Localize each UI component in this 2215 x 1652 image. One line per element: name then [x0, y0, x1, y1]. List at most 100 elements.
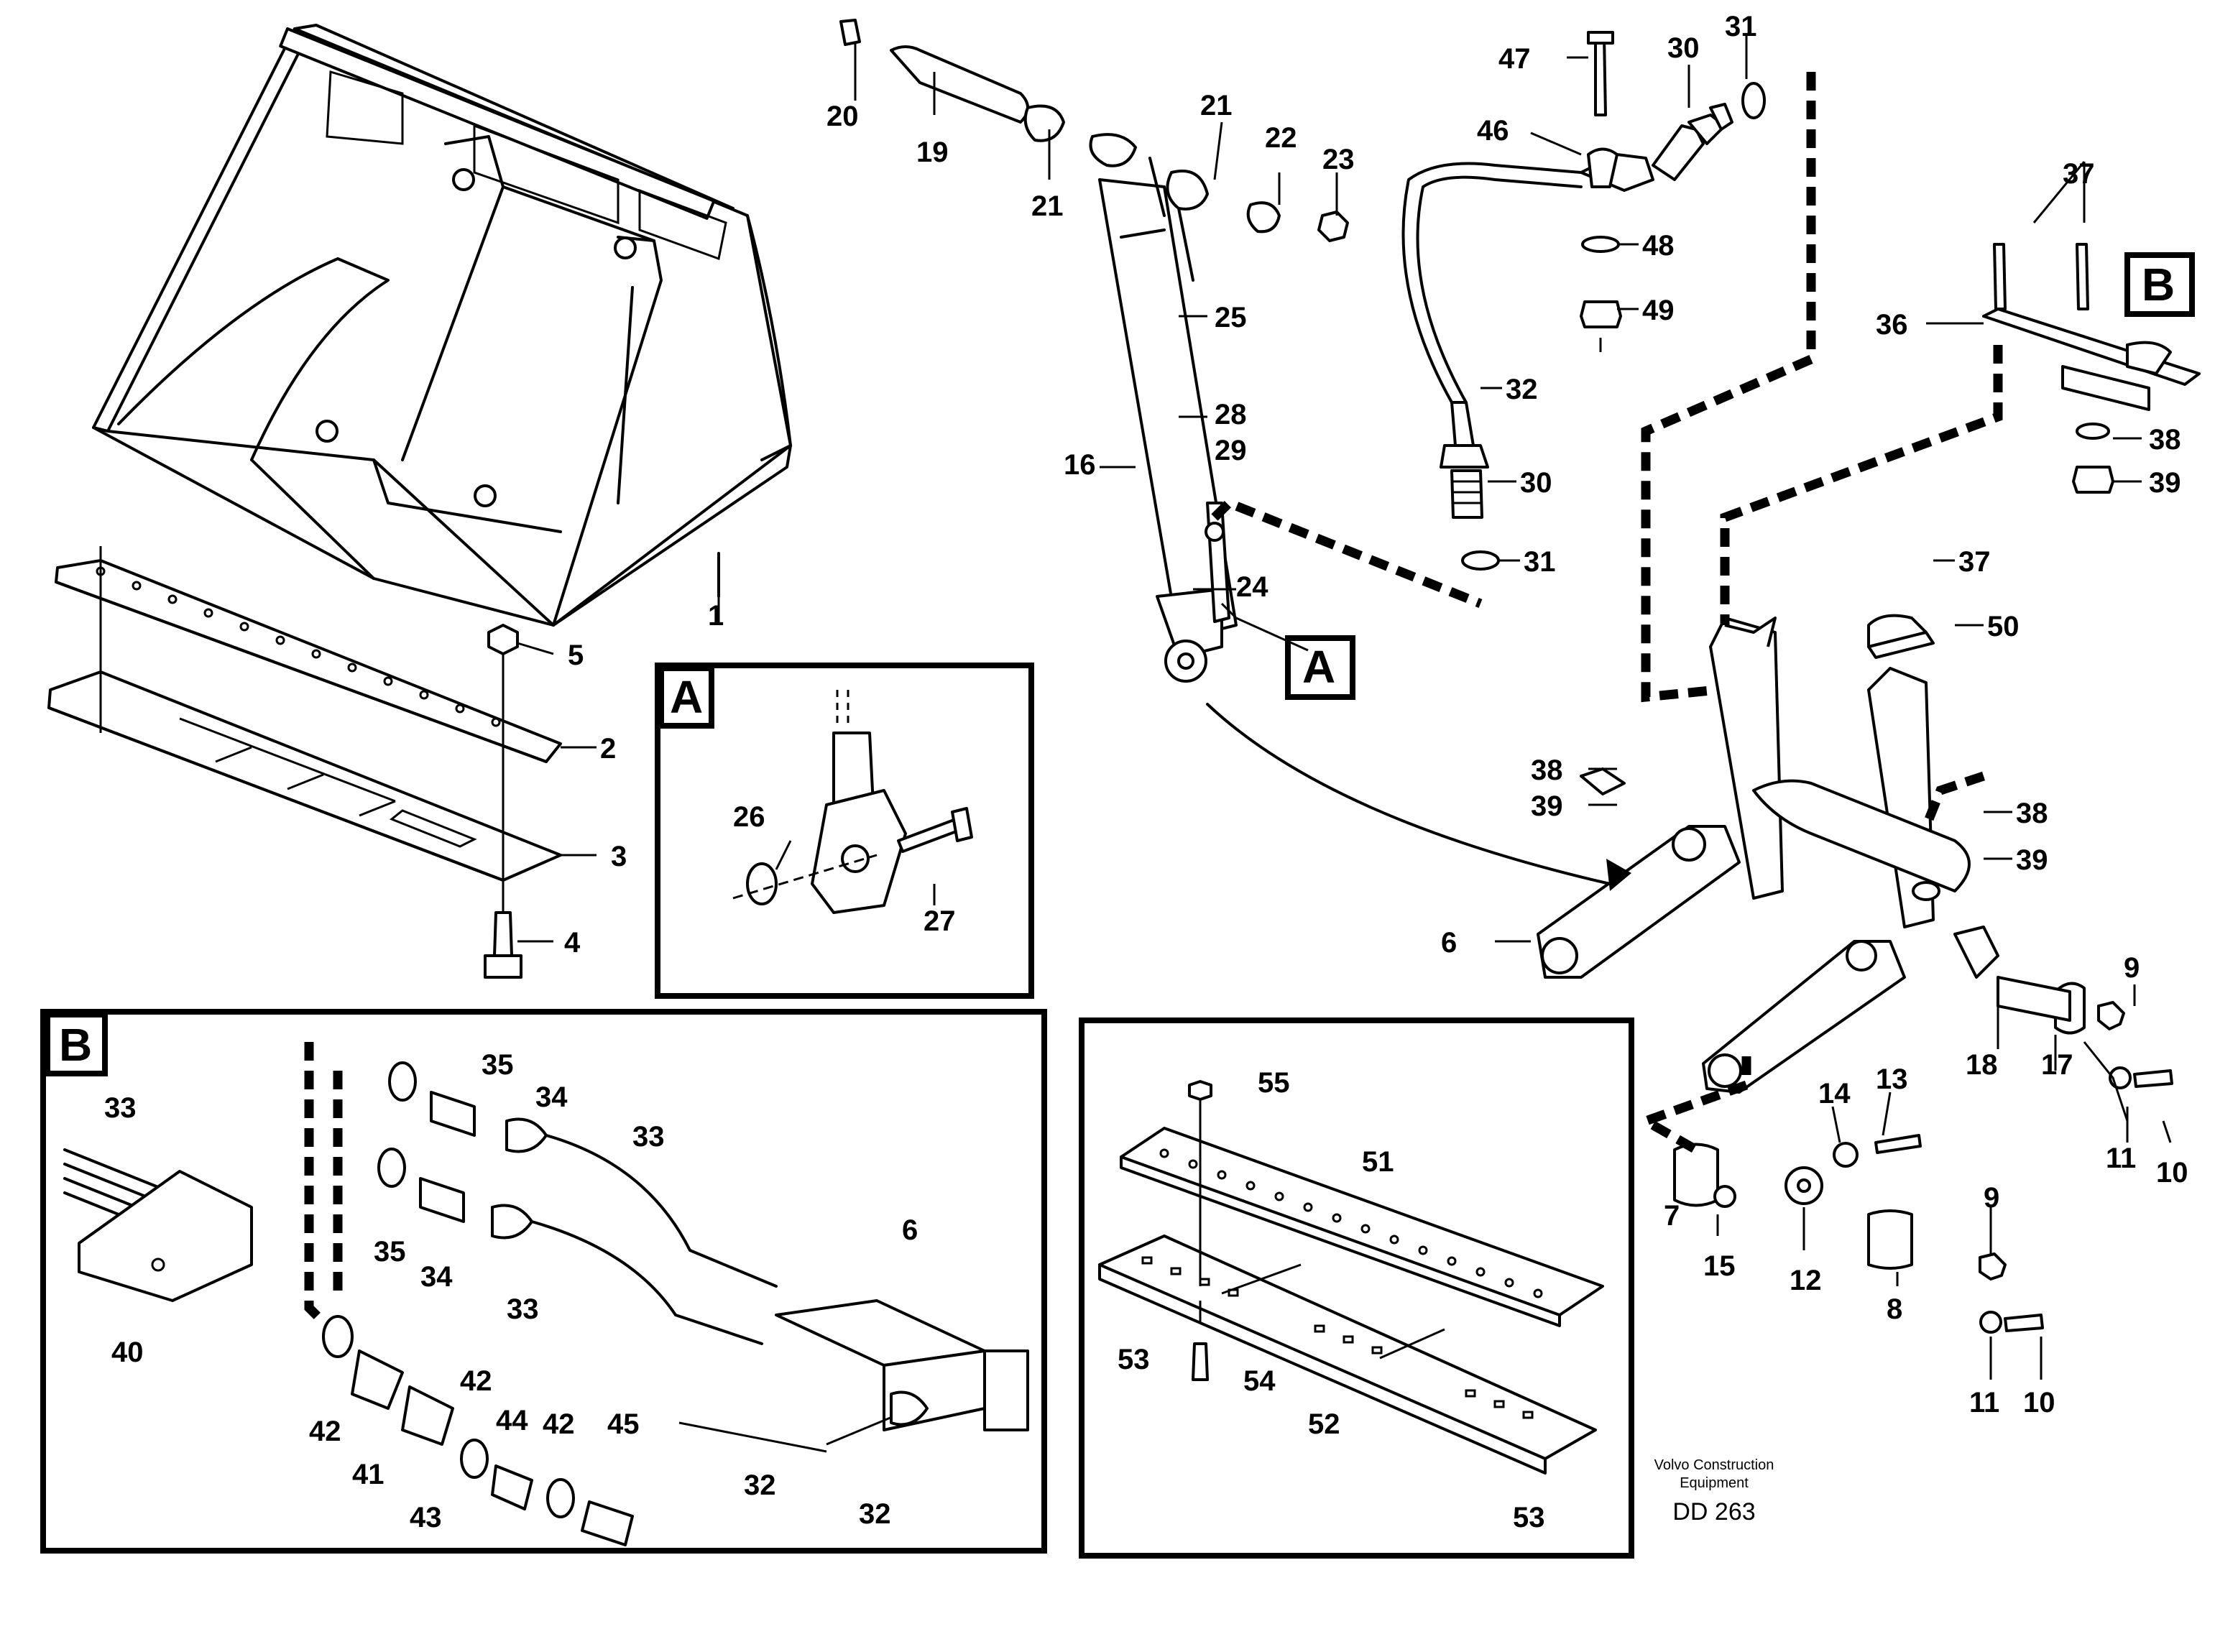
callout-38a: 38: [2149, 424, 2181, 456]
edge-callout-51: 51: [1362, 1146, 1394, 1178]
callout-31b: 31: [1524, 546, 1556, 578]
edge-callout-54: 54: [1243, 1365, 1276, 1397]
callout-28: 28: [1215, 399, 1247, 430]
callout-47: 47: [1498, 43, 1531, 75]
edge-callout-55: 55: [1258, 1067, 1290, 1099]
callout-3: 3: [611, 841, 627, 872]
callout-10b: 10: [2023, 1387, 2055, 1418]
detail-b-callout-6: 6: [902, 1214, 918, 1246]
cylinder-drawing: [839, 19, 1349, 683]
callout-9a: 9: [2124, 952, 2140, 984]
callout-8: 8: [1887, 1293, 1902, 1325]
view-b-tag-box: [2124, 252, 2195, 317]
dashed-leaders: [1211, 72, 2129, 1154]
detail-b-frame: [40, 1009, 1047, 1554]
hose-drawing: [1401, 31, 1766, 571]
leader-lines: [517, 36, 2172, 1380]
edge-segments-frame: [1079, 1017, 1634, 1559]
callout-2: 2: [600, 733, 616, 765]
detail-a-tag-box: [658, 665, 714, 729]
callout-29: 29: [1215, 435, 1247, 466]
callout-22: 22: [1265, 122, 1297, 154]
edge-callout-53a: 53: [1118, 1344, 1150, 1375]
detail-b-callout-35b: 35: [374, 1236, 406, 1268]
callout-39c: 39: [2016, 844, 2048, 876]
detail-b-callout-32b: 32: [859, 1498, 891, 1530]
curved-arrow: [1206, 703, 1611, 885]
detail-a-frame: [655, 663, 1034, 999]
detail-a-tag: A: [670, 671, 703, 723]
callout-30a: 30: [1667, 32, 1700, 64]
callout-10a: 10: [2156, 1157, 2188, 1189]
detail-b-callout-41: 41: [352, 1459, 384, 1490]
callout-24: 24: [1236, 571, 1268, 603]
callout-18: 18: [1966, 1049, 1998, 1081]
detail-b-callout-32a: 32: [744, 1469, 776, 1501]
detail-b-drawing: [63, 1042, 1029, 1546]
callout-11a: 11: [2106, 1143, 2136, 1174]
detail-b-callout-34b: 34: [420, 1261, 453, 1293]
callout-39a: 39: [2149, 467, 2181, 499]
callout-38b: 38: [1531, 755, 1563, 786]
callout-9b: 9: [1984, 1182, 1999, 1214]
callout-5: 5: [568, 640, 584, 671]
edge-callout-53b: 53: [1513, 1502, 1545, 1533]
detail-b-tag: B: [59, 1019, 92, 1071]
callout-38c: 38: [2016, 798, 2048, 829]
bucket-drawing: [92, 24, 792, 627]
view-a-tag-box: [1285, 635, 1355, 700]
detail-b-callout-33c: 33: [507, 1293, 539, 1325]
detail-b-callout-33b: 33: [632, 1121, 665, 1153]
callout-37b: 37: [1958, 546, 1991, 578]
callout-4: 4: [564, 927, 581, 959]
callout-36: 36: [1876, 309, 1908, 341]
edge-segments-drawing: [1098, 1080, 1604, 1475]
callout-49: 49: [1642, 295, 1675, 326]
callout-27: 27: [924, 905, 956, 937]
callout-15: 15: [1703, 1250, 1736, 1282]
arrow-head: [1606, 859, 1631, 891]
detail-b-callout-42c: 42: [543, 1408, 575, 1440]
view-b-tag: B: [2142, 259, 2175, 310]
callout-37a: 37: [2063, 158, 2095, 190]
callout-12: 12: [1790, 1265, 1822, 1296]
callout-14: 14: [1818, 1078, 1851, 1109]
detail-a-drawing: [732, 690, 973, 914]
callout-20: 20: [826, 101, 859, 132]
detail-b-callout-42b: 42: [460, 1365, 492, 1397]
bucket-edge-drawing: [47, 546, 562, 979]
callout-labels: 1 2 3 4 5 6 7 8 9 9 10 10 11 11 12 13 14…: [104, 11, 2188, 1533]
callout-39b: 39: [1531, 790, 1563, 822]
callout-6: 6: [1441, 927, 1457, 959]
detail-b-tag-box: [45, 1012, 108, 1076]
callout-23: 23: [1322, 144, 1355, 175]
callout-21b: 21: [1031, 190, 1064, 222]
detail-b-callout-35a: 35: [482, 1049, 514, 1081]
callout-48: 48: [1642, 230, 1675, 262]
detail-b-callout-34a: 34: [535, 1081, 568, 1113]
callout-11b: 11: [1969, 1387, 1999, 1418]
detail-b-callout-43: 43: [410, 1502, 442, 1533]
bracket-drawing: [1982, 243, 2201, 494]
drawing-code: DD 263: [1672, 1498, 1755, 1526]
detail-b-callout-42a: 42: [309, 1416, 341, 1447]
callout-1: 1: [708, 600, 724, 632]
brand-line-2: Equipment: [1680, 1475, 1749, 1491]
edge-callout-52: 52: [1308, 1408, 1340, 1440]
callout-46: 46: [1477, 115, 1509, 147]
callout-17: 17: [2041, 1049, 2073, 1081]
callout-50: 50: [1987, 611, 2020, 642]
callout-31a: 31: [1725, 11, 1757, 42]
detail-b-callout-40: 40: [111, 1337, 144, 1368]
detail-b-callout-44: 44: [496, 1405, 528, 1436]
callout-32: 32: [1506, 374, 1538, 405]
detail-b-callout-33a: 33: [104, 1092, 137, 1124]
callout-25: 25: [1215, 302, 1247, 333]
callout-7: 7: [1664, 1200, 1680, 1232]
detail-b-callout-45: 45: [607, 1408, 640, 1440]
brand-line-1: Volvo Construction: [1654, 1457, 1774, 1473]
callout-16: 16: [1064, 449, 1096, 481]
callout-30b: 30: [1520, 467, 1552, 499]
callout-21a: 21: [1200, 90, 1233, 121]
callout-26: 26: [733, 801, 765, 833]
